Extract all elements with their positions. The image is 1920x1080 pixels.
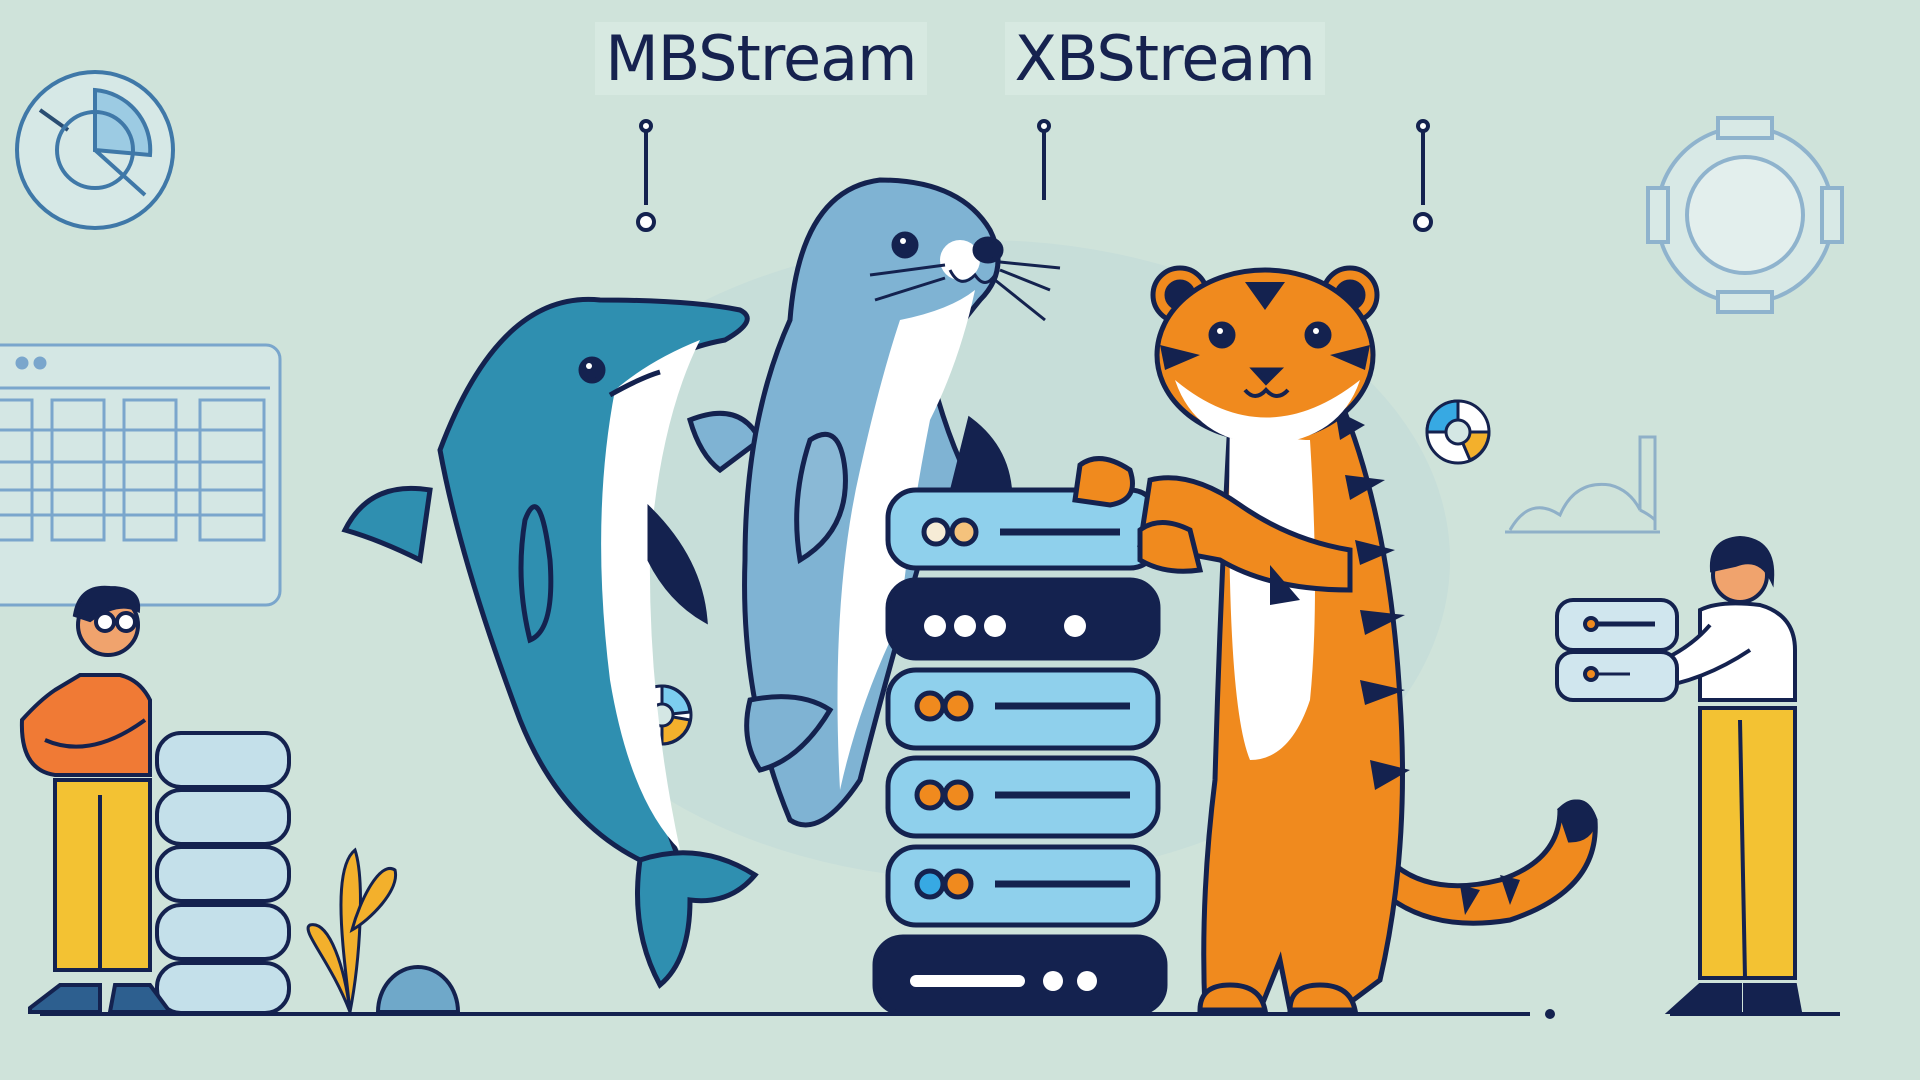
rock bbox=[375, 965, 461, 1014]
hanging-pin-icons bbox=[636, 119, 1433, 232]
disk-stack-left bbox=[155, 731, 291, 1015]
gear-icon bbox=[1646, 116, 1844, 314]
person-right-carrying-server bbox=[1555, 535, 1803, 1014]
dolphin-mascot bbox=[341, 296, 759, 989]
pie-chart-icon bbox=[15, 70, 175, 230]
table-window-icon bbox=[0, 343, 282, 607]
tiger-mascot bbox=[1072, 265, 1598, 1013]
plant-icon bbox=[306, 847, 397, 1013]
page-title: MBStream XBStream bbox=[0, 22, 1920, 95]
person-left-glasses bbox=[19, 585, 174, 1014]
server-stack bbox=[872, 487, 1168, 1016]
title-xbstream: XBStream bbox=[1004, 22, 1325, 95]
line-chart-icon bbox=[1505, 435, 1660, 534]
title-mbstream: MBStream bbox=[595, 22, 927, 95]
small-donut-icon-2 bbox=[1425, 399, 1491, 465]
